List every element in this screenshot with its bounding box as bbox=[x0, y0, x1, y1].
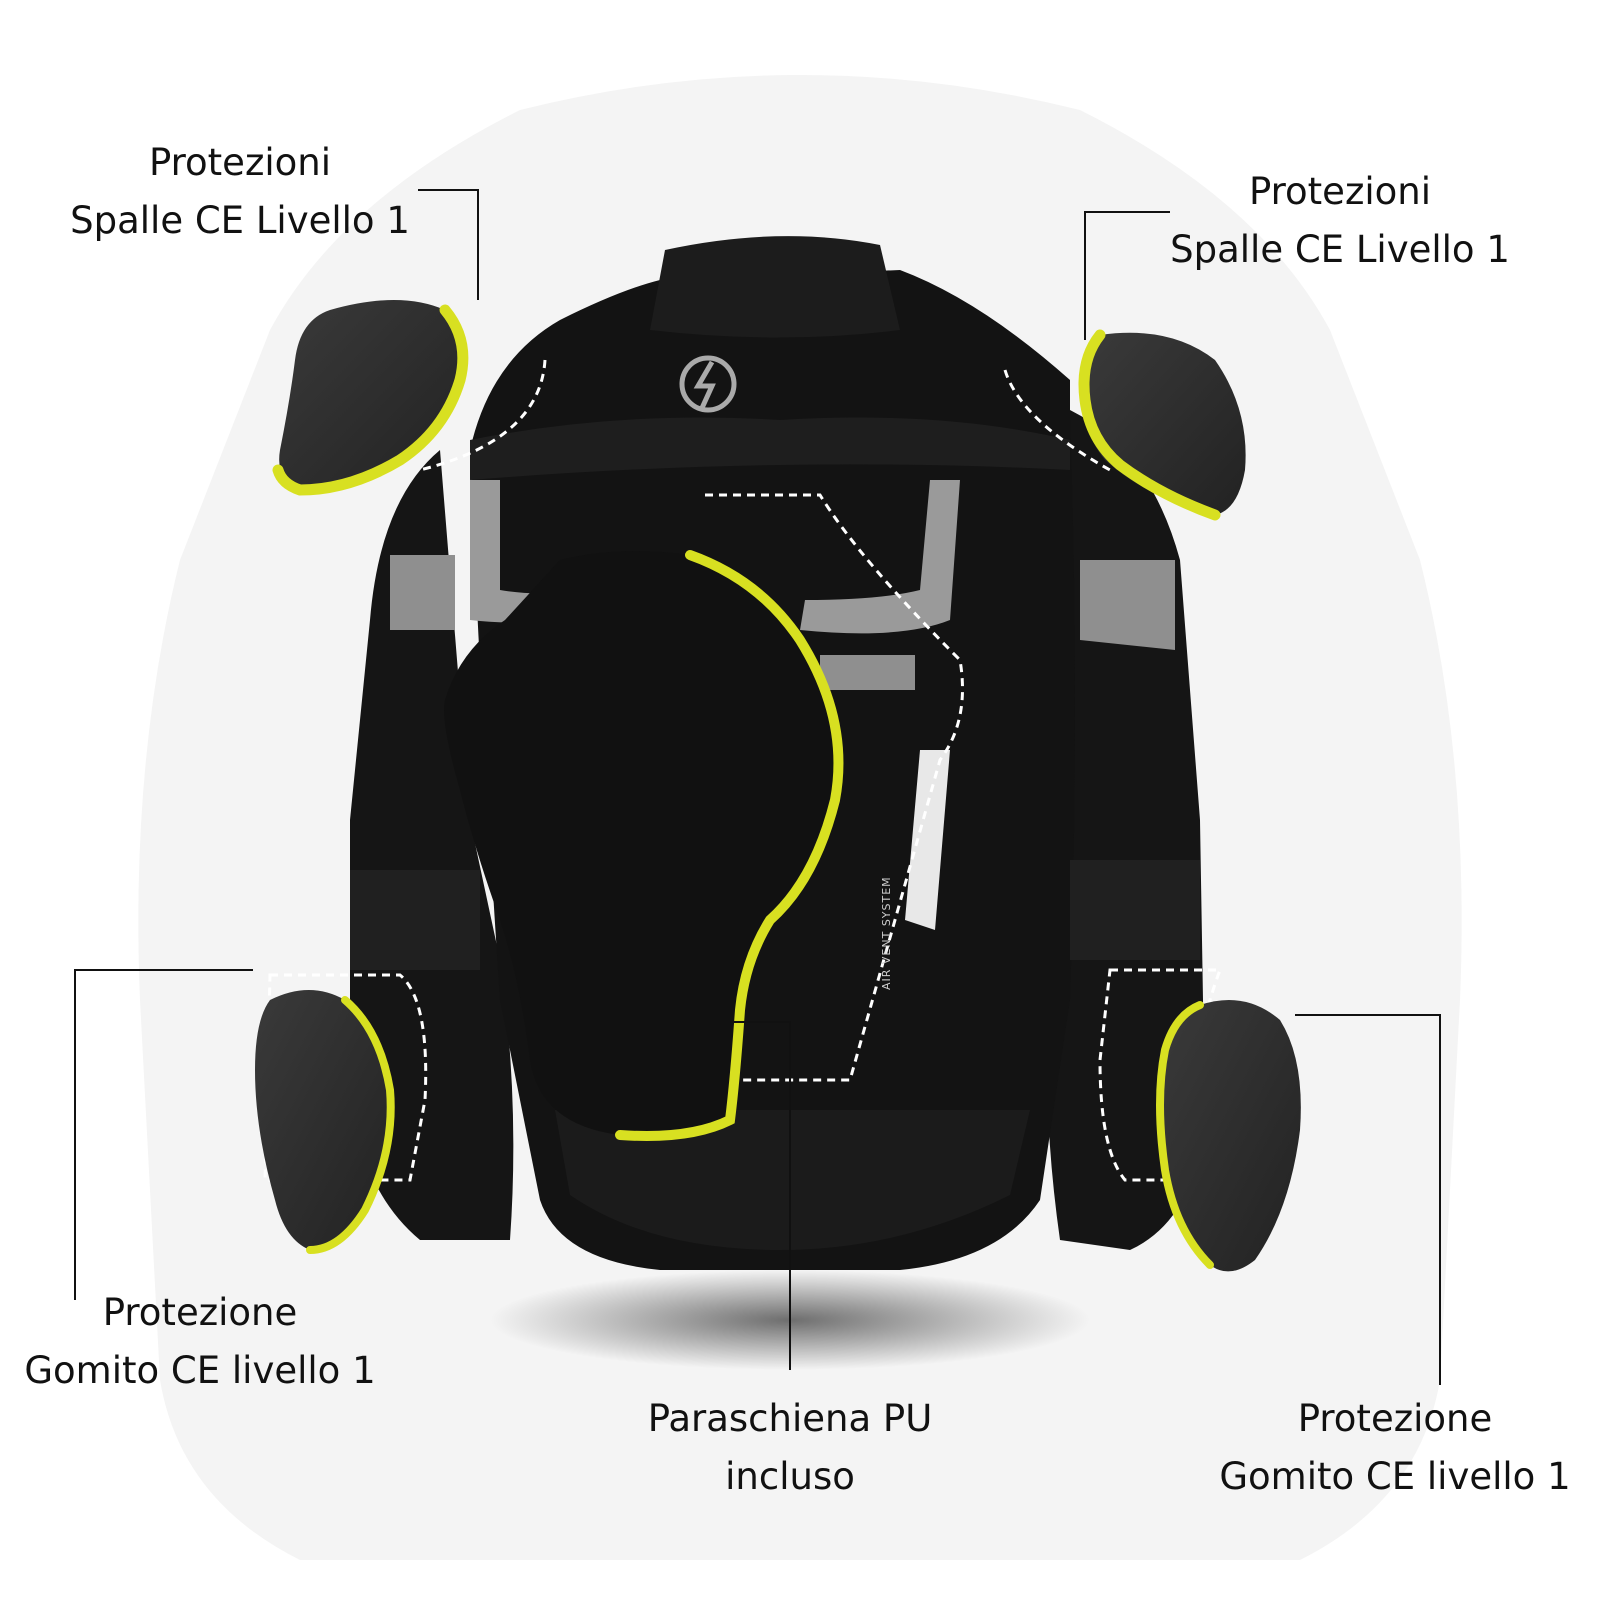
leader-shoulder-left bbox=[418, 189, 479, 300]
leader-lines bbox=[74, 189, 1441, 1385]
leader-elbow-right bbox=[1295, 1014, 1441, 1385]
label-elbow-protection-left: Protezione Gomito CE livello 1 bbox=[0, 1284, 400, 1400]
shoulder-protector-right bbox=[1078, 329, 1246, 521]
leader-elbow-left bbox=[74, 969, 253, 1300]
shoulder-protector-left bbox=[272, 300, 469, 496]
label-shoulder-protection-right: Protezioni Spalle CE Livello 1 bbox=[1130, 163, 1550, 279]
back-protector bbox=[444, 550, 844, 1141]
air-vent-text: AIR VENT SYSTEM bbox=[880, 876, 893, 990]
label-line-1: Paraschiena PU bbox=[647, 1397, 933, 1440]
label-line-1: Protezioni bbox=[148, 141, 332, 184]
label-line-2: incluso bbox=[725, 1455, 855, 1498]
label-line-1: Protezione bbox=[1297, 1397, 1493, 1440]
elbow-protector-right bbox=[1156, 1000, 1301, 1272]
leader-shoulder-right bbox=[1084, 211, 1170, 340]
label-line-2: Spalle CE Livello 1 bbox=[70, 199, 410, 242]
label-back-protector: Paraschiena PU incluso bbox=[595, 1390, 985, 1506]
elbow-protector-left bbox=[255, 990, 395, 1254]
reflective-stripes bbox=[390, 480, 1175, 930]
label-line-2: Gomito CE livello 1 bbox=[1219, 1455, 1571, 1498]
label-line-2: Gomito CE livello 1 bbox=[24, 1349, 376, 1392]
leader-back bbox=[730, 1021, 791, 1370]
brand-logo bbox=[679, 355, 737, 413]
label-line-2: Spalle CE Livello 1 bbox=[1170, 228, 1510, 271]
label-shoulder-protection-left: Protezioni Spalle CE Livello 1 bbox=[40, 134, 440, 250]
label-line-1: Protezione bbox=[102, 1291, 298, 1334]
label-elbow-protection-right: Protezione Gomito CE livello 1 bbox=[1190, 1390, 1600, 1506]
label-line-1: Protezioni bbox=[1248, 170, 1432, 213]
